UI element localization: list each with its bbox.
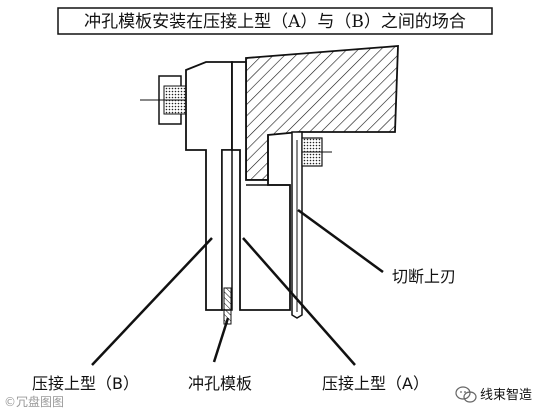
leader-cutting-blade bbox=[297, 208, 384, 274]
label-punch-template: 冲孔模板 bbox=[188, 374, 252, 393]
title-box: 冲孔模板安装在压接上型（A）与（B）之间的场合 bbox=[57, 7, 493, 35]
leader-punch-template bbox=[212, 317, 230, 363]
brand-name: 线束智造 bbox=[480, 388, 532, 403]
leader-crimp-a bbox=[242, 237, 356, 366]
wechat-icon bbox=[455, 386, 477, 403]
left-bolt bbox=[140, 75, 187, 125]
punch-template-tip bbox=[223, 287, 232, 325]
title-frame bbox=[57, 7, 493, 35]
crimp-upper-a-part bbox=[231, 61, 291, 311]
label-crimp-upper-a: 压接上型（A） bbox=[322, 374, 429, 393]
punch-template-part bbox=[221, 149, 233, 325]
leader-lines bbox=[91, 208, 384, 366]
cutting-blade-part bbox=[291, 131, 303, 319]
right-bolt bbox=[301, 137, 332, 167]
watermark: ©冗盘图图 bbox=[4, 394, 64, 409]
diagram-title: 冲孔模板安装在压接上型（A）与（B）之间的场合 bbox=[84, 12, 466, 32]
punch-template-plate bbox=[221, 149, 233, 311]
leader-crimp-b bbox=[91, 237, 213, 366]
brand-badge: 线束智造 bbox=[455, 386, 532, 403]
label-crimp-upper-b: 压接上型（B） bbox=[32, 374, 139, 393]
label-cutting-upper-blade: 切断上刃 bbox=[392, 267, 456, 286]
